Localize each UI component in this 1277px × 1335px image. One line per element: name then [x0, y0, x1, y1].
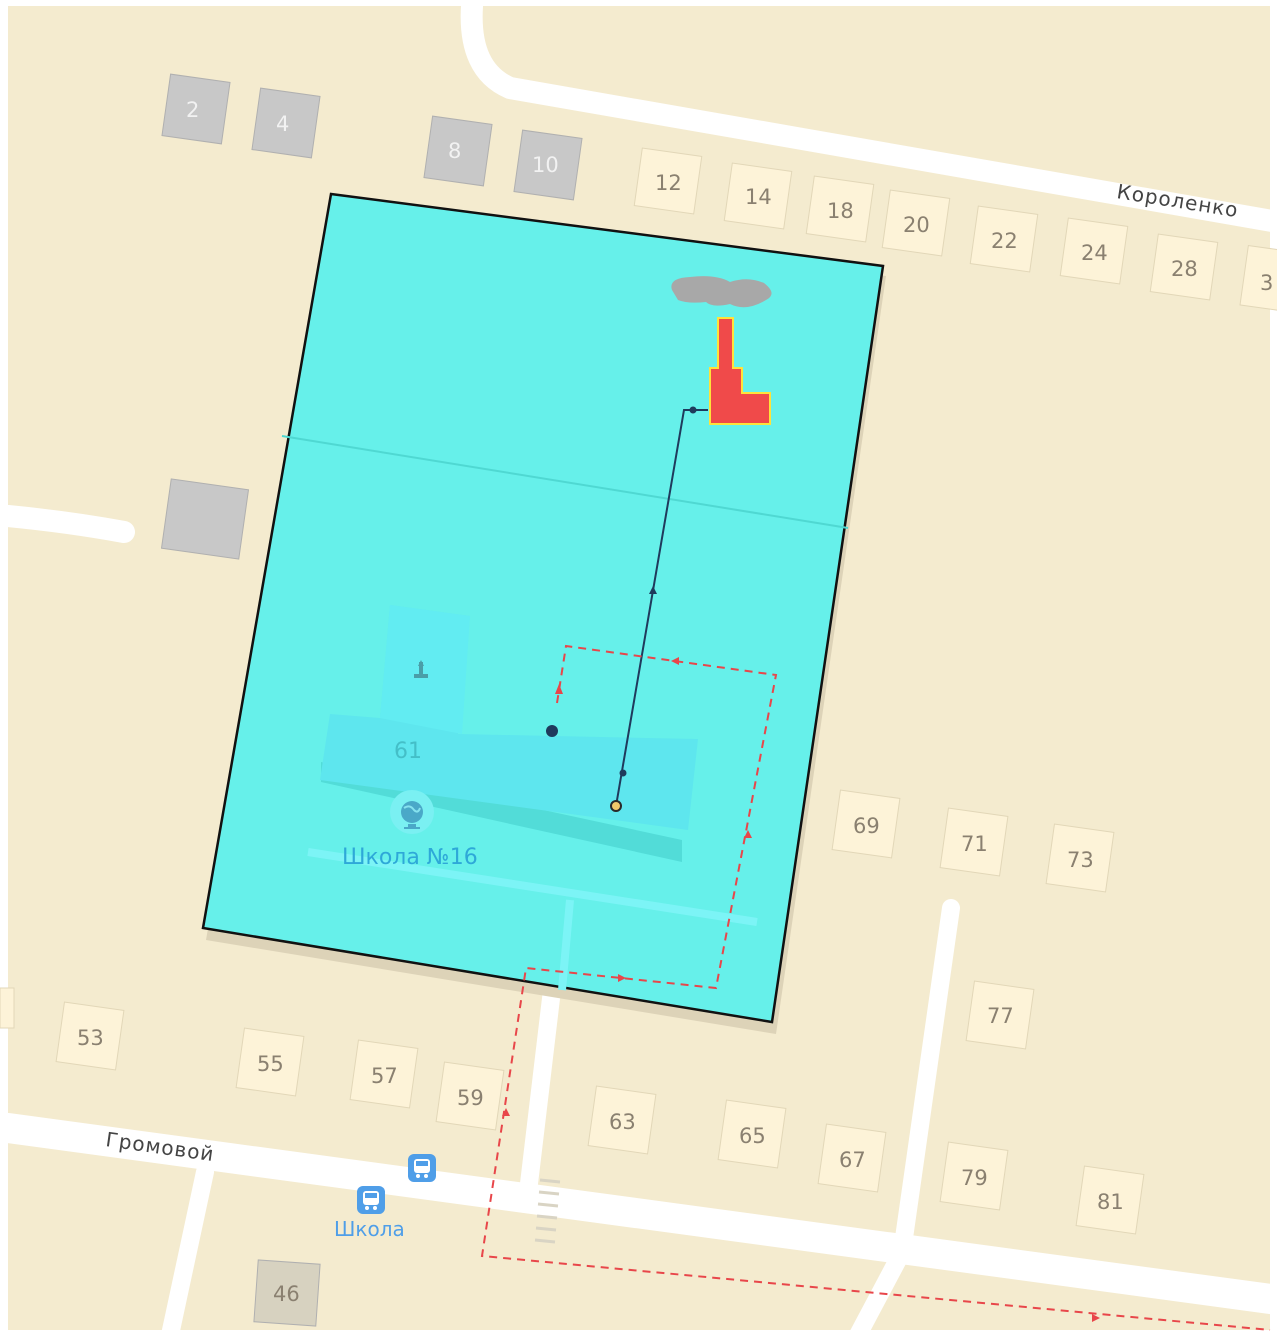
label-79: 79 [961, 1166, 988, 1190]
grey-outbuilding [671, 276, 772, 308]
label-73: 73 [1067, 848, 1094, 872]
building-10[interactable] [513, 129, 583, 201]
school-number-label: 61 [394, 739, 422, 764]
dashed-route[interactable] [480, 644, 1271, 1331]
building-12[interactable] [633, 147, 703, 215]
building-73[interactable] [1045, 823, 1115, 893]
building-53[interactable] [55, 1001, 125, 1071]
building-west-grey[interactable] [160, 478, 250, 560]
label-8: 8 [448, 139, 461, 163]
dashed-route-arrows [502, 657, 1100, 1322]
label-57: 57 [371, 1064, 398, 1088]
label-71: 71 [961, 832, 988, 856]
school-path [307, 848, 758, 991]
bus-stop-icon[interactable] [408, 1154, 436, 1182]
bus-stop-label: Школа [334, 1217, 405, 1241]
label-20: 20 [903, 213, 930, 237]
school-name-label: Школа №16 [342, 845, 478, 870]
label-4: 4 [276, 112, 289, 136]
road-southwest-lane [161, 1163, 214, 1335]
label-53: 53 [77, 1026, 104, 1050]
road-gromovoy [0, 1113, 1277, 1315]
building-55[interactable] [235, 1027, 305, 1097]
building-69[interactable] [831, 789, 901, 859]
building-77[interactable] [965, 980, 1035, 1050]
building-3x[interactable] [1239, 244, 1277, 312]
building-numbers: 2 4 8 10 12 14 18 20 22 24 28 3 69 71 73… [77, 98, 1273, 1306]
connection-line[interactable] [546, 406, 708, 812]
building-8[interactable] [423, 115, 493, 187]
building-20[interactable] [881, 189, 951, 257]
building-left-edge [0, 987, 15, 1029]
road-west-stub [0, 505, 135, 543]
building-18[interactable] [805, 175, 875, 243]
label-24: 24 [1081, 241, 1108, 265]
road-east-lane [849, 899, 960, 1335]
building-59[interactable] [435, 1061, 505, 1131]
building-28[interactable] [1149, 233, 1219, 301]
grey-buildings [160, 73, 583, 1327]
building-4[interactable] [251, 87, 321, 159]
building-57[interactable] [349, 1039, 419, 1109]
road-korolenko [460, 0, 1277, 233]
label-69: 69 [853, 814, 880, 838]
label-3x: 3 [1260, 271, 1273, 295]
label-63: 63 [609, 1110, 636, 1134]
label-59: 59 [457, 1086, 484, 1110]
building-2[interactable] [161, 73, 231, 145]
road-school-south [519, 981, 561, 1201]
residential-buildings [55, 147, 1277, 1235]
label-28: 28 [1171, 257, 1198, 281]
building-81[interactable] [1075, 1165, 1145, 1235]
highlighted-building[interactable] [709, 317, 771, 425]
building-79[interactable] [939, 1141, 1009, 1211]
bus-stop-icon[interactable] [357, 1186, 385, 1214]
building-24[interactable] [1059, 217, 1129, 285]
label-77: 77 [987, 1004, 1014, 1028]
school-globe-icon[interactable] [390, 790, 434, 834]
building-67[interactable] [817, 1123, 887, 1193]
crosswalk [534, 1178, 561, 1244]
building-65[interactable] [717, 1099, 787, 1169]
building-22[interactable] [969, 205, 1039, 273]
label-10: 10 [532, 153, 559, 177]
label-65: 65 [739, 1124, 766, 1148]
label-14: 14 [745, 185, 772, 209]
building-71[interactable] [939, 807, 1009, 877]
label-81: 81 [1097, 1190, 1124, 1214]
label-12: 12 [655, 171, 682, 195]
school-building[interactable] [320, 605, 698, 862]
monument-icon [414, 660, 428, 678]
parcel-inner-boundary [281, 435, 849, 529]
building-46[interactable] [253, 1259, 321, 1327]
label-22: 22 [991, 229, 1018, 253]
label-46: 46 [273, 1282, 300, 1306]
building-14[interactable] [723, 162, 793, 230]
building-63[interactable] [587, 1085, 657, 1155]
label-2: 2 [186, 98, 199, 122]
label-67: 67 [839, 1148, 866, 1172]
label-55: 55 [257, 1052, 284, 1076]
label-18: 18 [827, 199, 854, 223]
